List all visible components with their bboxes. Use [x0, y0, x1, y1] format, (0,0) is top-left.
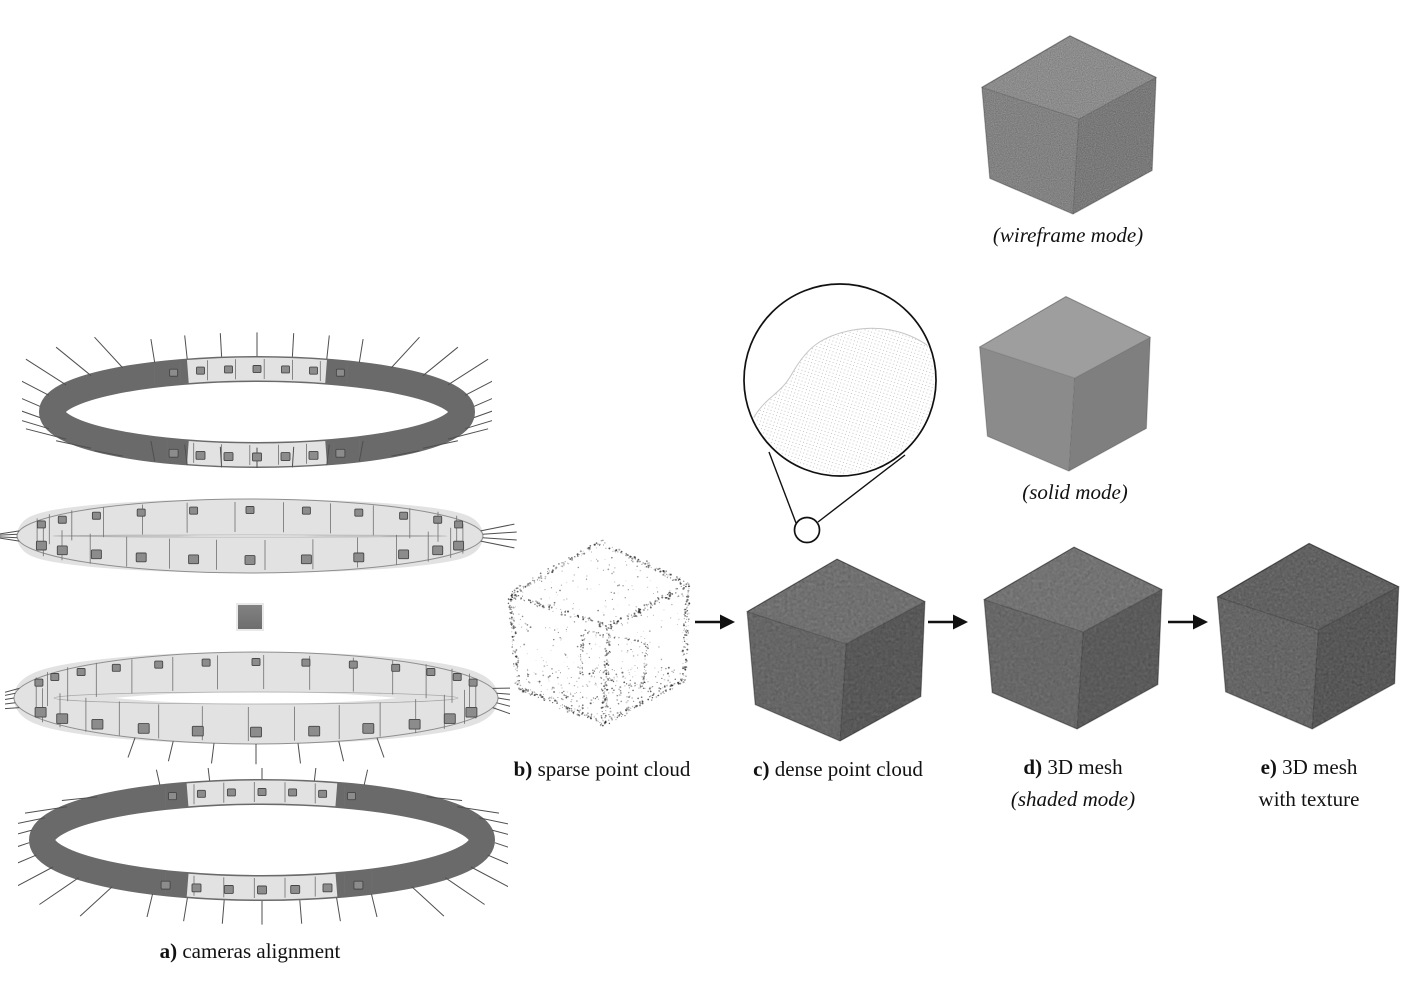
- panel-c-label: dense point cloud: [774, 757, 923, 781]
- mesh-cube-shaded: [970, 531, 1172, 733]
- solid-mode-label: (solid mode): [1022, 480, 1128, 504]
- wireframe-mode-caption: (wireframe mode): [963, 220, 1173, 252]
- panel-e-sublabel: with texture: [1258, 786, 1360, 811]
- magnifier-circle-icon: [735, 276, 945, 548]
- flow-arrow-icon: [1167, 611, 1209, 638]
- panel-b-label: sparse point cloud: [537, 757, 691, 781]
- mesh-cube-textured: [1203, 527, 1409, 733]
- panel-e-label: 3D mesh: [1282, 755, 1358, 779]
- scan-object-cube: [236, 603, 264, 631]
- sparse-point-cloud-cube: [496, 526, 698, 728]
- panel-a-label: cameras alignment: [182, 939, 341, 963]
- flow-arrow-icon: [927, 611, 969, 638]
- panel-d-sublabel: (shaded mode): [1010, 786, 1136, 811]
- panel-c-letter: c): [753, 757, 770, 781]
- camera-ring-bottom: [18, 768, 508, 928]
- mesh-cube-solid: [966, 281, 1160, 475]
- panel-e-letter: e): [1260, 755, 1277, 779]
- camera-ring-top: [22, 330, 492, 480]
- wireframe-mode-label: (wireframe mode): [992, 223, 1144, 247]
- panel-b-caption: b) sparse point cloud: [477, 754, 727, 786]
- panel-c-caption: c) dense point cloud: [713, 754, 963, 786]
- flow-arrow-icon: [694, 611, 736, 638]
- panel-d-line1: d) 3D mesh: [973, 752, 1173, 784]
- panel-e-line1: e) 3D mesh: [1209, 752, 1409, 784]
- solid-mode-caption: (solid mode): [970, 477, 1180, 509]
- camera-ring-upper-middle: [0, 478, 519, 598]
- camera-ring-lower-middle: [5, 640, 510, 780]
- panel-d-label: 3D mesh: [1047, 755, 1123, 779]
- panel-d-letter: d): [1023, 755, 1043, 779]
- panel-e-caption: e) 3D mesh with texture: [1209, 752, 1409, 815]
- panel-a-letter: a): [159, 939, 178, 963]
- panel-a-caption: a) cameras alignment: [100, 936, 400, 968]
- mesh-cube-wireframe: [968, 20, 1166, 218]
- panel-b-letter: b): [513, 757, 533, 781]
- panel-d-caption: d) 3D mesh (shaded mode): [973, 752, 1173, 815]
- dense-point-cloud-cube: [733, 543, 935, 745]
